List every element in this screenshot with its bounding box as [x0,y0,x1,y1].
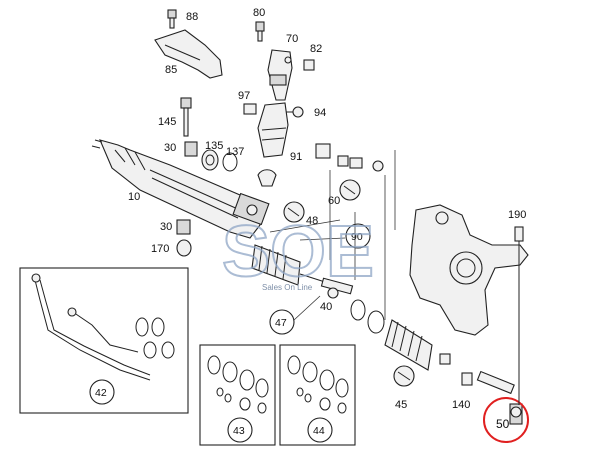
label-80: 80 [253,7,265,19]
callout-42 [89,379,115,405]
label-88: 88 [186,11,198,23]
part-30-mount-bottom [176,219,191,235]
tie-rod-boot-left [251,244,301,286]
part-43-seal-kit [207,355,269,414]
part-44-seal-kit [287,355,349,414]
callout-47 [269,309,295,335]
part-170-bushing [176,239,192,257]
label-10: 10 [128,191,140,203]
part-97-nut [243,103,257,115]
highlight-circle-50 [483,397,529,443]
tie-rod-boot-right [384,319,433,371]
label-170: 170 [151,243,169,255]
part-82-nut [303,59,315,71]
part-85-cover [154,29,223,79]
label-90: 90 [351,231,363,243]
part-190-bolt [514,226,524,405]
part-91-boot [257,102,289,158]
part-137-ring [222,152,238,172]
label-94: 94 [314,107,326,119]
part-40-tie-rod [320,277,354,299]
part-80-bolt [255,21,265,42]
label-30-top: 30 [164,142,176,154]
label-137: 137 [226,146,244,158]
part-88-bolt [167,9,177,29]
part-42-hydraulic-lines [31,273,175,381]
label-135: 135 [205,140,223,152]
label-140: 140 [452,399,470,411]
wrench-icon-48 [283,201,305,223]
part-30-mount-top [184,141,198,157]
part-50-tie-rod-end [476,370,523,425]
part-70-coupling [267,49,293,101]
label-91: 91 [290,151,302,163]
callout-44 [307,417,333,443]
callout-90 [345,223,371,249]
steering-knuckle [409,204,529,336]
part-135-bushing [201,149,219,171]
label-60: 60 [328,195,340,207]
watermark-tagline: Sales On Line [262,283,313,292]
wrench-icon-45 [393,365,415,387]
label-97: 97 [238,90,250,102]
label-50: 50 [496,417,510,431]
part-145-bolt [180,97,192,137]
label-44: 44 [313,425,325,437]
wrench-icon-60 [339,179,361,201]
nut-group-right [439,353,473,386]
label-47: 47 [275,317,287,329]
callout-43 [227,417,253,443]
watermark-logo: SOE Sales On Line [221,211,375,293]
part-60-group [257,143,384,187]
label-82: 82 [310,43,322,55]
label-45: 45 [395,399,407,411]
label-30-bottom: 30 [160,221,172,233]
watermark-logo-text: SOE [222,212,374,292]
label-85: 85 [165,64,177,76]
label-190: 190 [508,209,526,221]
label-40: 40 [320,301,332,313]
label-145: 145 [158,116,176,128]
label-70: 70 [286,33,298,45]
part-10-steering-rack [91,139,270,239]
seal-rings [350,299,385,334]
label-42: 42 [95,387,107,399]
label-43: 43 [233,425,245,437]
